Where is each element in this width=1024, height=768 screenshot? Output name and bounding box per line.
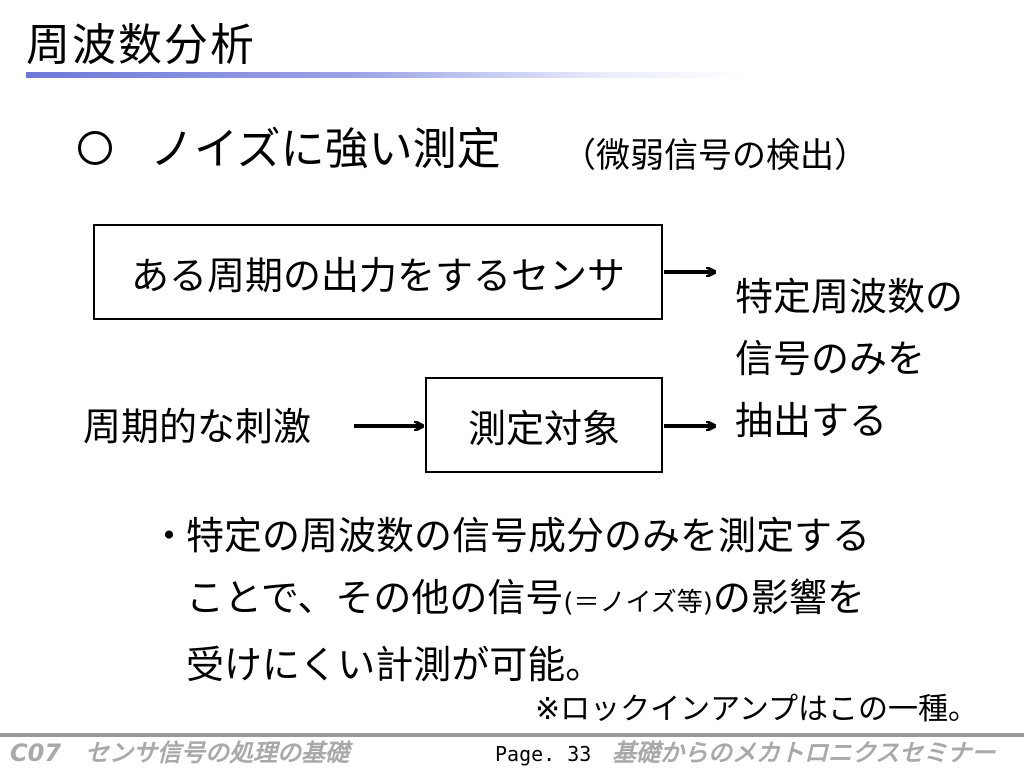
result-line-2: 信号のみを: [735, 337, 926, 381]
target-box: 測定対象: [425, 377, 663, 473]
footer-seminar-title: 基礎からのメカトロニクスセミナー: [612, 739, 996, 767]
heading-circle-bullet: [78, 131, 112, 165]
footer-course-title: C07 センサ信号の処理の基礎: [10, 739, 350, 767]
heading-subtext: （微弱信号の検出）: [562, 136, 868, 176]
sensor-box: ある周期の出力をするセンサ: [93, 224, 663, 320]
bullet-line-2-start: ことで、その他の信号: [186, 576, 564, 620]
target-box-label: 測定対象: [467, 406, 620, 451]
footer-divider: [0, 733, 1024, 737]
stimulus-label: 周期的な刺激: [83, 405, 312, 449]
sensor-box-label: ある周期の出力をするセンサ: [130, 253, 625, 298]
bullet-line-3: 受けにくい計測が可能。: [186, 643, 604, 687]
slide-title: 周波数分析: [26, 20, 256, 71]
result-line-1: 特定周波数の: [735, 275, 964, 319]
bullet-line-2-paren: (＝ノイズ等): [563, 588, 713, 618]
result-line-3: 抽出する: [735, 399, 888, 443]
title-underline: [26, 72, 746, 78]
heading-text: ノイズに強い測定: [150, 124, 501, 175]
bullet-line-1-text: 特定の周波数の信号成分のみを測定する: [186, 514, 871, 558]
bullet-mark: ・: [150, 514, 189, 558]
lockin-note: ※ロックインアンプはこの一種。: [535, 692, 979, 727]
bullet-line-1: ・特定の周波数の信号成分のみを測定する: [150, 505, 1000, 567]
bullet-line-2-end: の影響を: [712, 576, 865, 620]
bullet-paragraph: ・特定の周波数の信号成分のみを測定する ことで、その他の信号(＝ノイズ等)の影響…: [150, 505, 1000, 696]
result-label: 特定周波数の 信号のみを 抽出する: [735, 266, 1020, 452]
bullet-line-2: ことで、その他の信号(＝ノイズ等)の影響を: [150, 567, 1000, 634]
footer-page-number: Page. 33: [495, 742, 592, 766]
